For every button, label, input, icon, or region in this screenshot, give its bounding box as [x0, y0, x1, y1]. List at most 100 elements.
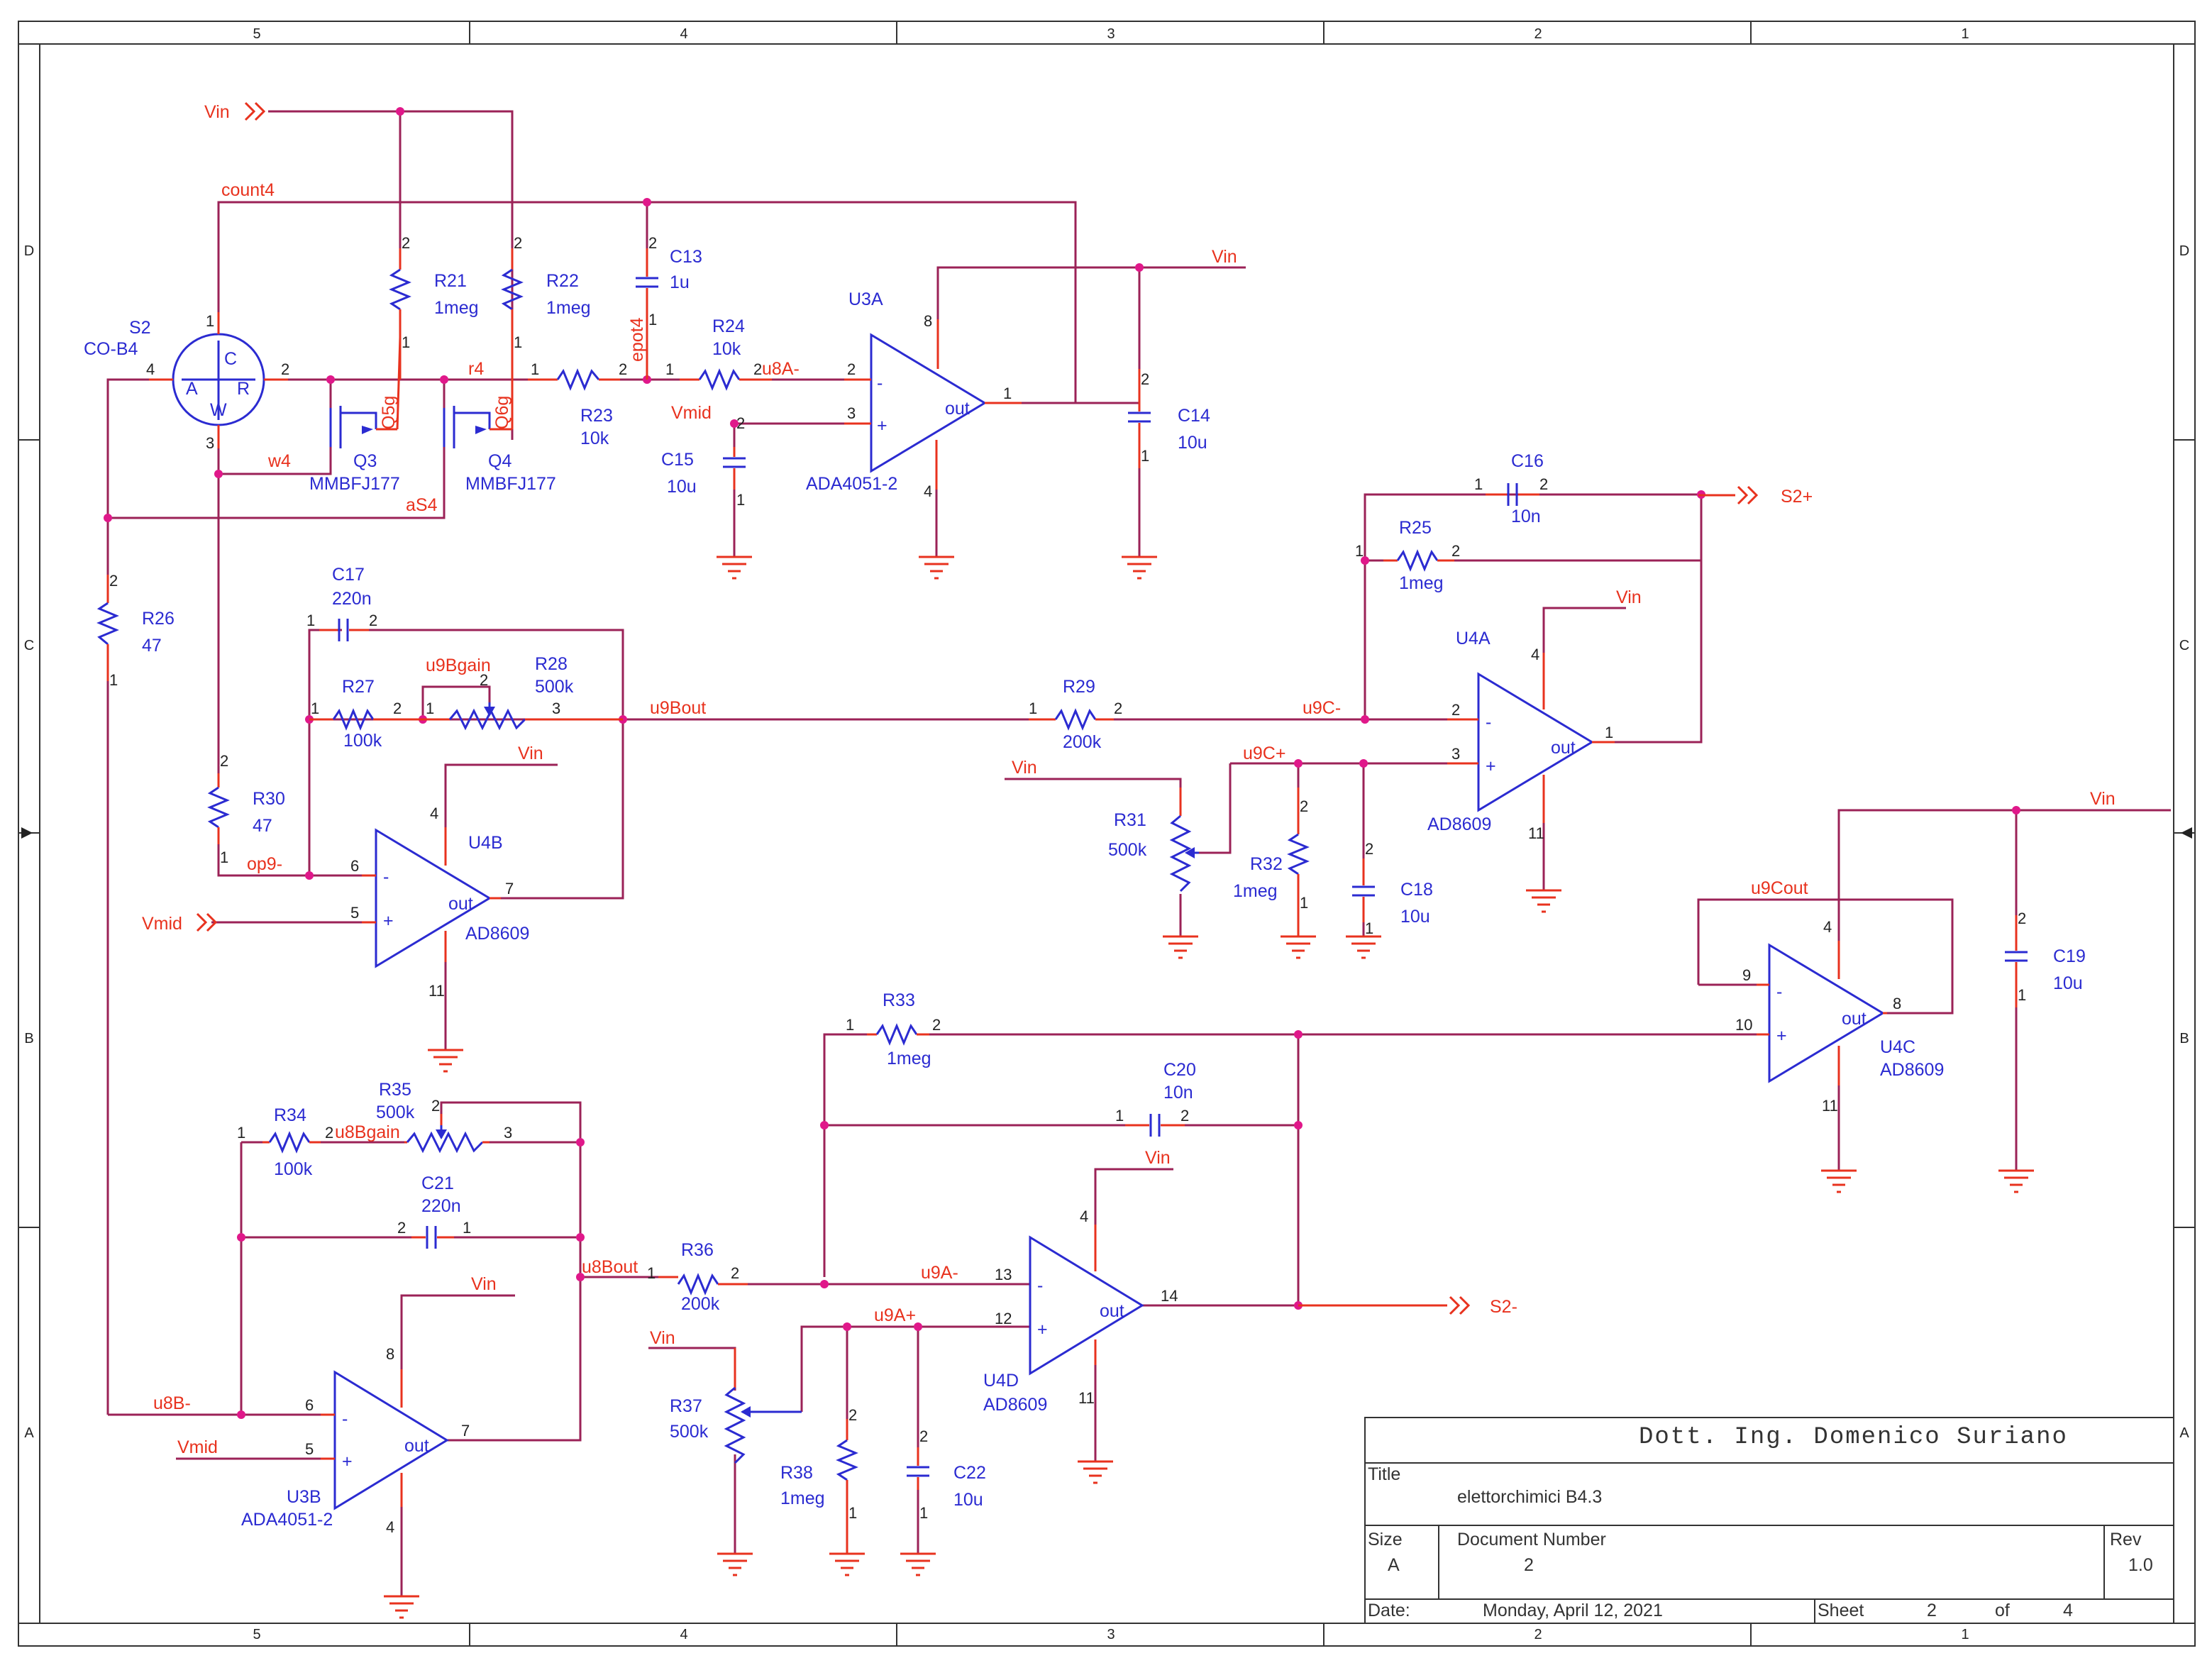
ground-icon: [900, 1552, 936, 1576]
pin-number: 2: [480, 671, 488, 689]
r33-ref: R33: [883, 990, 915, 1010]
opamp-u4c[interactable]: - + out 9 10 8 4 11 U4C AD8609: [1735, 918, 1944, 1115]
pin-number: 2: [397, 1219, 406, 1237]
minus-sign: -: [1486, 712, 1491, 732]
capacitor-c21[interactable]: 2 1 C21 220n: [397, 1173, 471, 1249]
potentiometer-r37[interactable]: R37 500k: [670, 1348, 802, 1464]
opamp-u4b[interactable]: - + out 6 5 7 4 11 U4B AD8609: [350, 805, 529, 1000]
frame-row-label: C: [2179, 638, 2189, 653]
potentiometer-r28[interactable]: 1 2 3 R28 500k: [423, 654, 623, 731]
title-value: elettorchimici B4.3: [1457, 1487, 1602, 1507]
ground-icon: [829, 1552, 865, 1576]
of-value: 4: [2063, 1601, 2073, 1620]
r27-ref: R27: [342, 677, 375, 697]
resistor-r29[interactable]: 1 2 R29 200k: [1029, 677, 1122, 752]
pin-number: 1: [109, 671, 118, 689]
resistor-r23[interactable]: 1 2 R23 10k: [528, 360, 627, 448]
resistor-r21[interactable]: 2 1 R21 1meg: [389, 234, 479, 380]
resistor-r22[interactable]: 2 1 R22 1meg: [501, 234, 591, 351]
potentiometer-r35[interactable]: 2 3 R35 500k: [376, 1080, 512, 1154]
ground-icon: [1998, 1169, 2034, 1193]
resistor-r36[interactable]: 1 2 R36 200k: [647, 1240, 748, 1314]
capacitor-c16[interactable]: 1 2 C16 10n: [1474, 451, 1548, 526]
pin-number: 1: [531, 360, 539, 378]
pin-number: 2: [731, 1264, 739, 1282]
pin-number: 1: [1029, 700, 1037, 717]
capacitor-c22[interactable]: 2 1 C22 10u: [907, 1427, 986, 1522]
junction-dot-icon: [440, 375, 448, 384]
pin-number: 1: [311, 700, 319, 717]
resistor-r34[interactable]: 1 2 R34 100k: [237, 1105, 333, 1179]
u4a-ref: U4A: [1456, 629, 1491, 648]
pin-number: 1: [1355, 542, 1364, 560]
r25-ref: R25: [1399, 518, 1432, 538]
junction-dot-icon: [576, 1233, 585, 1242]
resistor-r33[interactable]: 1 2 R33 1meg: [846, 990, 941, 1068]
q4-value: MMBFJ177: [465, 474, 556, 494]
pin-number: 2: [109, 572, 118, 590]
resistor-r25[interactable]: 1 2 R25 1meg: [1355, 518, 1460, 593]
ground-icon: [1346, 935, 1381, 959]
resistor-r24[interactable]: 1 2 R24 10k: [665, 316, 772, 391]
ground-icon: [428, 1049, 463, 1073]
capacitor-c15[interactable]: 2 1 C15 10u: [661, 414, 746, 509]
opamp-u4a[interactable]: - + out 2 3 1 4 11 U4A AD8609: [1427, 629, 1615, 842]
capacitor-c14[interactable]: 2 1 C14 10u: [1128, 369, 1210, 468]
opamp-u3a[interactable]: - + out 2 3 1 8 4 U3A ADA4051-2: [806, 289, 1022, 500]
jfet-q3[interactable]: Q5g Q3 MMBFJ177: [309, 336, 402, 494]
date-label: Date:: [1368, 1601, 1410, 1620]
capacitor-c18[interactable]: 2 1 C18 10u: [1352, 840, 1433, 937]
port-s2-minus[interactable]: S2-: [1449, 1295, 1517, 1317]
u3b-value: ADA4051-2: [241, 1510, 333, 1530]
jfet-q4[interactable]: Q6g Q4 MMBFJ177: [443, 337, 556, 494]
c15-ref: C15: [661, 450, 694, 470]
resistor-r30[interactable]: 2 1 R30 47: [207, 752, 285, 866]
port-vin-top[interactable]: Vin: [204, 101, 266, 122]
resistor-r38[interactable]: 2 1 R38 1meg: [780, 1406, 858, 1554]
junction-dot-icon: [1361, 556, 1369, 565]
capacitor-c13[interactable]: 2 1 C13 1u: [636, 234, 702, 380]
r34-ref: R34: [274, 1105, 306, 1125]
frame-col-label: 4: [680, 1627, 687, 1642]
capacitor-c20[interactable]: 1 2 C20 10n: [1115, 1060, 1196, 1137]
resistor-r27[interactable]: 1 2 R27 100k: [309, 677, 423, 751]
pin-number: 1: [220, 849, 228, 866]
capacitor-c19[interactable]: 2 1 C19 10u: [2005, 910, 2086, 1007]
opamp-u4d[interactable]: - + out 13 12 14 4 11 U4D AD8609: [983, 1208, 1178, 1415]
pin-number: 1: [1300, 894, 1308, 912]
capacitor-c17[interactable]: 1 2 C17 220n: [306, 565, 377, 641]
grounds: [384, 556, 2034, 1619]
resistor-r32[interactable]: 2 1 R32 1meg: [1233, 788, 1310, 937]
pin-number: 4: [924, 482, 932, 500]
port-vmid-u4b[interactable]: Vmid: [142, 912, 218, 934]
sensor-s2[interactable]: C A R W S2 CO-B4 1 4 2 3: [84, 312, 289, 452]
docnum-label: Document Number: [1457, 1530, 1606, 1549]
port-s2-plus[interactable]: S2+: [1737, 485, 1813, 507]
pin-number: 5: [350, 904, 359, 922]
junction-dot-icon: [396, 107, 404, 116]
frame-row-label: C: [24, 638, 34, 653]
junction-dot-icon: [914, 1322, 922, 1331]
ground-icon: [1078, 1460, 1113, 1484]
q3-ref: Q3: [353, 451, 377, 471]
potentiometer-r31[interactable]: R31 500k: [1108, 788, 1199, 893]
net-label-as4: aS4: [406, 495, 438, 515]
junction-dot-icon: [1294, 1030, 1303, 1039]
s2-ref: S2: [129, 318, 151, 338]
pin-number: 2: [325, 1124, 333, 1142]
title-block-author: Dott. Ing. Domenico Suriano: [1639, 1424, 2068, 1451]
junction-dot-icon: [1294, 759, 1303, 768]
resistor-r26[interactable]: 2 1 R26 47: [96, 572, 175, 689]
u4b-value: AD8609: [465, 924, 529, 944]
r37-ref: R37: [670, 1396, 702, 1416]
frame-row-label: B: [24, 1031, 33, 1046]
frame-col-label: 5: [253, 1627, 260, 1642]
opamp-u3b[interactable]: - + out 6 5 7 8 4 U3B ADA4051-2: [241, 1345, 470, 1536]
r26-value: 47: [142, 636, 162, 656]
pin-number: 4: [146, 360, 155, 378]
pin-number: 2: [514, 234, 522, 252]
net-label-u8a-minus: u8A-: [762, 359, 800, 379]
c22-value: 10u: [953, 1490, 983, 1510]
pin-number: 1: [848, 1504, 857, 1522]
pin-number: 7: [505, 880, 514, 897]
